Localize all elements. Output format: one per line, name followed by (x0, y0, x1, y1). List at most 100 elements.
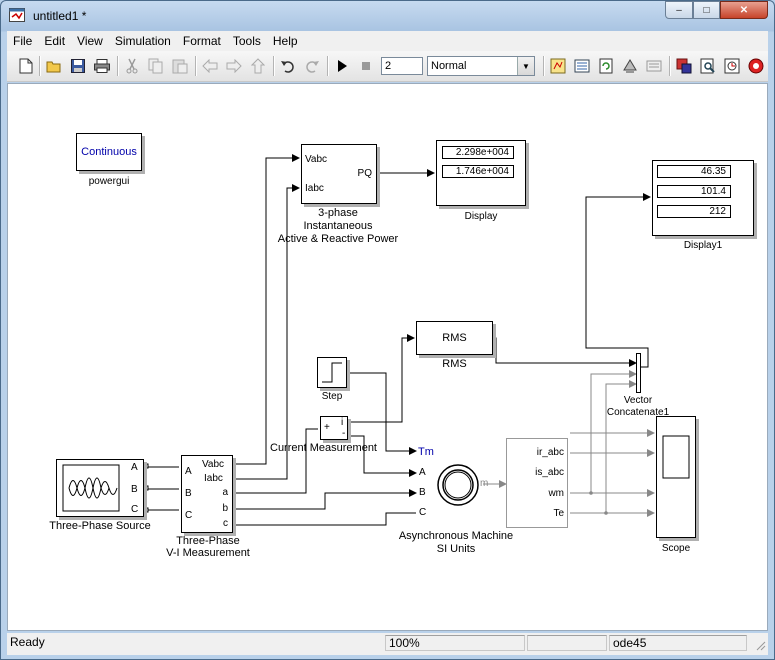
vi-port-out-c: c (223, 518, 228, 529)
vi-port-in-b: B (185, 488, 192, 499)
model-advisor-icon (676, 58, 692, 74)
rms-block[interactable]: RMS (416, 321, 493, 355)
vi-port-iabc: Iabc (204, 473, 223, 484)
asynchronous-machine-block[interactable]: Tm A B C m (416, 444, 489, 526)
up-button[interactable] (249, 57, 267, 75)
copy-button[interactable] (147, 57, 165, 75)
start-simulation-button[interactable] (333, 57, 351, 75)
simulation-mode-select[interactable]: Normal ▼ (427, 56, 535, 76)
wire-step-to-tm (348, 372, 417, 455)
stop-simulation-button[interactable] (357, 57, 375, 75)
close-button[interactable]: ✕ (720, 1, 768, 19)
simulink-app-icon (9, 8, 25, 22)
model-explorer-icon (574, 59, 590, 73)
model-advisor-button[interactable] (675, 57, 693, 75)
menu-format[interactable]: Format (182, 34, 221, 48)
menu-view[interactable]: View (77, 34, 103, 48)
motor-icon (437, 464, 479, 506)
rms-label: RMS (442, 358, 467, 370)
source-port-c: C (131, 504, 139, 515)
forward-button[interactable] (225, 57, 243, 75)
update-diagram-button[interactable] (597, 57, 615, 75)
display-block[interactable]: 2.298e+004 1.746e+004 (436, 140, 526, 206)
update-icon (599, 58, 613, 74)
three-phase-source-block[interactable]: A B C (56, 459, 144, 517)
display1-label: Display1 (683, 240, 723, 251)
profiler-button[interactable] (645, 57, 663, 75)
wire-c (236, 512, 416, 526)
powergui-block[interactable]: Continuous (76, 133, 142, 171)
status-empty (527, 635, 607, 651)
wire-tap-wm (590, 370, 637, 493)
print-button[interactable] (93, 57, 111, 75)
redo-button[interactable] (303, 57, 321, 75)
menu-file[interactable]: File (13, 34, 33, 48)
redo-icon (306, 61, 319, 73)
library-browser-button[interactable] (549, 57, 567, 75)
paste-button[interactable] (171, 57, 189, 75)
port-vabc: Vabc (305, 154, 328, 165)
vi-measurement-block[interactable]: Vabc Iabc A B C a b c (181, 455, 233, 533)
machine-port-b: B (419, 487, 426, 498)
bus-selector-block[interactable]: ir_abc is_abc wm Te (506, 438, 568, 528)
menu-edit[interactable]: Edit (44, 34, 66, 48)
display1-value-3: 212 (657, 205, 731, 218)
new-icon (19, 58, 33, 74)
resize-grip-icon[interactable] (754, 639, 766, 651)
back-button[interactable] (201, 57, 219, 75)
stop-time-input[interactable] (381, 57, 423, 75)
wire-tap-te (605, 380, 637, 513)
machine-port-c: C (419, 507, 427, 518)
machine-label-1: Asynchronous Machine (398, 530, 514, 542)
open-button[interactable] (45, 57, 63, 75)
menu-help[interactable]: Help (272, 34, 298, 48)
sine-source-icon (62, 464, 120, 512)
record-button[interactable] (747, 57, 765, 75)
scope-icon (662, 435, 690, 479)
source-port-a: A (131, 462, 138, 473)
vi-label-2: V-I Measurement (166, 547, 250, 559)
chevron-down-icon: ▼ (517, 57, 534, 75)
model-explorer-button[interactable] (573, 57, 591, 75)
library-icon (550, 58, 566, 74)
powergui-text: Continuous (81, 146, 137, 158)
maximize-icon: □ (703, 4, 710, 16)
display1-block[interactable]: 46.35 101.4 212 (652, 160, 754, 236)
cut-button[interactable] (123, 57, 141, 75)
wire-i-to-rms (348, 334, 415, 423)
vector-concatenate-block[interactable] (636, 353, 641, 393)
wire-iabc (231, 184, 300, 480)
sample-time-button[interactable] (723, 57, 741, 75)
undo-icon (281, 61, 294, 73)
menu-simulation[interactable]: Simulation (114, 34, 171, 48)
model-canvas[interactable]: Continuous powergui Vabc Iabc PQ 3-phase… (7, 83, 768, 631)
vector-label-2: Concatenate1 (606, 407, 670, 418)
scope-block[interactable] (656, 416, 696, 538)
cm-i: i (341, 417, 344, 428)
menu-tools[interactable]: Tools (232, 34, 261, 48)
bus-output-te: Te (553, 508, 564, 519)
maximize-button[interactable]: □ (693, 1, 720, 19)
powergui-label: powergui (88, 176, 130, 187)
print-icon (94, 59, 110, 73)
new-button[interactable] (17, 57, 35, 75)
menu-bar: File Edit View Simulation Format Tools H… (7, 31, 768, 51)
step-block[interactable] (317, 357, 347, 388)
machine-port-m: m (480, 478, 489, 489)
play-icon (338, 60, 347, 72)
wire-a-to-cm (236, 428, 318, 494)
debugger-button[interactable] (621, 57, 639, 75)
wire-b (236, 489, 417, 510)
machine-port-a: A (419, 467, 426, 478)
wire-vc-to-display1 (585, 193, 651, 368)
vi-port-in-c: C (185, 510, 193, 521)
minimize-button[interactable]: ‒ (665, 1, 693, 19)
status-bar: Ready 100% ode45 (7, 633, 768, 655)
save-button[interactable] (69, 57, 87, 75)
undo-button[interactable] (279, 57, 297, 75)
power-measurement-block[interactable]: Vabc Iabc PQ (301, 144, 377, 204)
display1-value-2: 101.4 (657, 185, 731, 198)
find-button[interactable] (699, 57, 717, 75)
current-measurement-block[interactable]: + i - (320, 416, 348, 440)
